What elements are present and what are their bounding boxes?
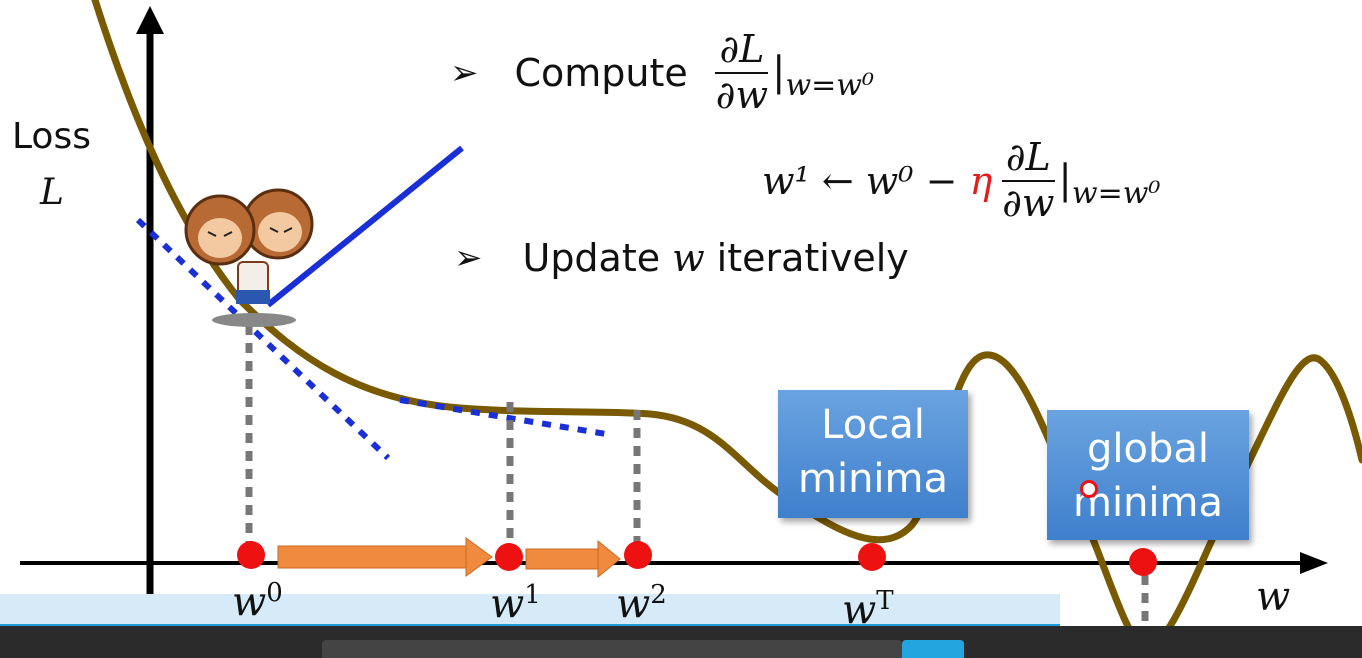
evaluation-point: w=w⁰	[785, 68, 874, 103]
point-w1	[495, 543, 523, 571]
update-lhs: w¹ ← w⁰ −	[762, 159, 957, 203]
x-axis-label: w	[1256, 574, 1290, 620]
derivative-denominator: ∂w	[712, 74, 772, 116]
point-w2	[624, 541, 652, 569]
point-w0	[237, 541, 265, 569]
video-control-bar[interactable]	[0, 626, 1362, 658]
derivative-fraction: ∂L ∂w	[712, 30, 772, 116]
cursor-marker-icon	[1080, 480, 1098, 498]
comment-input[interactable]	[322, 640, 902, 658]
update-derivative-fraction: ∂L ∂w	[998, 138, 1058, 224]
compute-label: Compute	[515, 51, 688, 95]
point-wT	[858, 543, 886, 571]
y-axis-symbol: L	[40, 172, 64, 213]
learning-rate-symbol: η	[969, 159, 992, 203]
update-equation: w¹ ← w⁰ − η ∂L ∂w |w=w⁰	[762, 126, 1160, 236]
y-axis-label: Loss	[12, 116, 91, 157]
x-axis-arrowhead	[1300, 552, 1328, 574]
label-w0: w0	[232, 578, 283, 625]
local-minima-box: Local minima	[778, 390, 968, 518]
update-bullet: ➢ Update w iteratively	[454, 232, 909, 284]
derivative-numerator: ∂L	[715, 30, 768, 74]
global-minima-box: global minima	[1047, 410, 1249, 540]
step-arrow-1	[278, 538, 492, 576]
label-w2: w2	[616, 580, 667, 627]
point-global	[1129, 548, 1157, 576]
label-w1: w1	[490, 580, 541, 627]
bullet-arrow-icon: ➢	[454, 238, 483, 278]
compute-bullet: ➢ Compute ∂L ∂w |w=w⁰	[450, 18, 874, 128]
send-button[interactable]	[902, 640, 964, 658]
bullet-arrow-icon: ➢	[450, 53, 479, 93]
step-arrow-2	[526, 541, 620, 577]
y-axis-arrowhead	[136, 6, 164, 34]
